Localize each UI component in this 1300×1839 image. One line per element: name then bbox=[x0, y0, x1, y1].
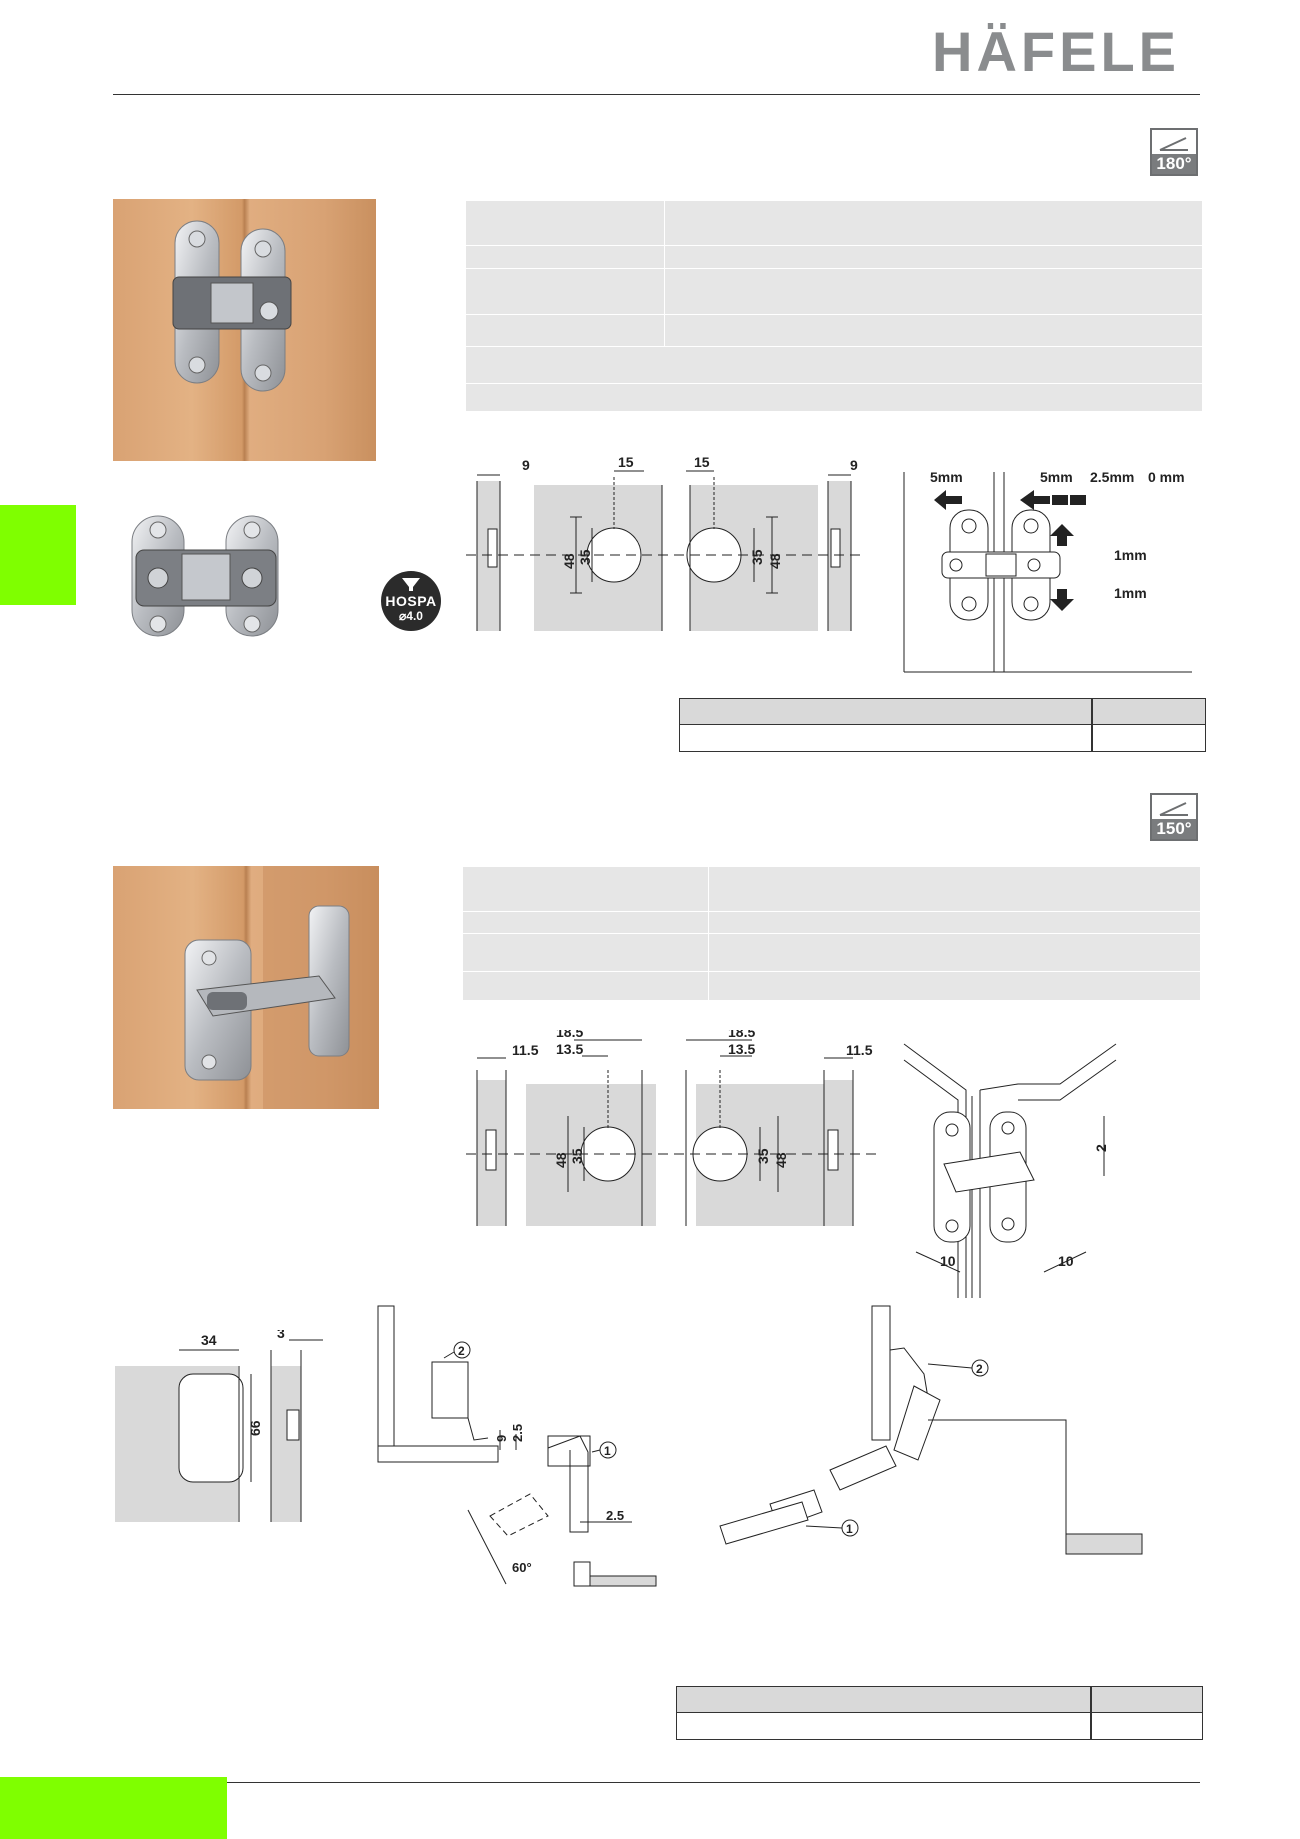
dim-edge-right: 9 bbox=[850, 457, 858, 473]
drilling-drawing-150: 11.5 18.5 13.5 18.5 13.5 11.5 48 35 35 4… bbox=[466, 1030, 876, 1226]
hinge-product-art bbox=[131, 515, 279, 637]
section-dim-2-5-vertical: 2.5 bbox=[510, 1424, 525, 1442]
dim-height-outer-right-150: 48 bbox=[773, 1152, 789, 1168]
dim-offset-right: 15 bbox=[694, 455, 710, 470]
adjust-right-label-1: 5mm bbox=[1040, 469, 1073, 485]
dim-height-inner-left: 35 bbox=[577, 549, 593, 565]
dim-outer-right-150: 18.5 bbox=[728, 1030, 755, 1040]
angle-icon bbox=[1159, 802, 1188, 816]
corner-dim-left: 10 bbox=[940, 1253, 956, 1269]
dim-height-outer-left: 48 bbox=[561, 553, 577, 569]
hafele-logo: HÄFELE bbox=[932, 20, 1180, 83]
corner-drawing-150: 2 10 10 bbox=[903, 1043, 1117, 1298]
section-drawing-right: 2 1 bbox=[719, 1305, 1143, 1555]
mortise-width: 34 bbox=[201, 1332, 217, 1348]
product-photo-installed-150 bbox=[113, 866, 379, 1109]
countersunk-screw-icon bbox=[402, 578, 420, 591]
mortise-drawing: 34 66 3 bbox=[115, 1330, 323, 1522]
section-dim-9: 9 bbox=[494, 1435, 509, 1442]
adjust-right-label-2: 2.5mm bbox=[1090, 469, 1134, 485]
adjustment-drawing-180: 5mm 5mm 2.5mm 0 mm 1mm 1mm bbox=[903, 469, 1192, 673]
callout-1-left: 1 bbox=[604, 1444, 611, 1458]
corner-dim-right: 10 bbox=[1058, 1253, 1074, 1269]
hospa-size: ⌀4.0 bbox=[399, 609, 423, 623]
drilling-drawing-180: 9 15 15 9 48 35 35 48 bbox=[466, 455, 866, 631]
angle-icon bbox=[1159, 137, 1188, 151]
dim-height-inner-left-150: 35 bbox=[569, 1148, 585, 1164]
arrow-down-icon bbox=[1050, 589, 1074, 611]
arrow-left-icon bbox=[934, 490, 962, 510]
footer-tab bbox=[0, 1777, 227, 1839]
product-photo-hinge-180 bbox=[120, 506, 292, 646]
order-table-180 bbox=[679, 698, 1206, 752]
adjust-up-label: 1mm bbox=[1114, 547, 1147, 563]
hospa-screw-badge: HOSPA ⌀4.0 bbox=[381, 571, 441, 631]
dim-inner-right-150: 13.5 bbox=[728, 1041, 755, 1057]
spec-table-150 bbox=[463, 867, 1200, 1000]
spec-table-180 bbox=[466, 201, 1202, 411]
arrow-up-icon bbox=[1050, 524, 1074, 546]
section-drawing-left: 9 2.5 2.5 60° 2 1 bbox=[377, 1305, 657, 1587]
dim-height-inner-right-150: 35 bbox=[755, 1148, 771, 1164]
hinge-photo-art bbox=[172, 220, 292, 392]
dim-outer-left-150: 18.5 bbox=[556, 1030, 583, 1040]
section-dim-2-5-horizontal: 2.5 bbox=[606, 1508, 624, 1523]
dim-edge-left: 9 bbox=[522, 457, 530, 473]
dim-inner-left-150: 13.5 bbox=[556, 1041, 583, 1057]
adjust-down-label: 1mm bbox=[1114, 585, 1147, 601]
angle-label: 150° bbox=[1152, 819, 1196, 839]
section-tab bbox=[0, 505, 76, 605]
dim-height-inner-right: 35 bbox=[749, 549, 765, 565]
dim-height-outer-left-150: 48 bbox=[553, 1152, 569, 1168]
header-rule bbox=[113, 94, 1200, 95]
product-photo-installed-180 bbox=[113, 199, 376, 461]
dim-height-outer-right: 48 bbox=[767, 553, 783, 569]
hospa-name: HOSPA bbox=[385, 593, 437, 609]
order-table-150 bbox=[676, 1686, 1203, 1740]
footer-rule bbox=[113, 1782, 1200, 1783]
dim-edge-right-150: 11.5 bbox=[846, 1042, 873, 1058]
adjust-right-label-3: 0 mm bbox=[1148, 469, 1185, 485]
section-angle: 60° bbox=[512, 1560, 532, 1575]
hinge-photo-art-150 bbox=[184, 866, 379, 1109]
opening-angle-180-badge: 180° bbox=[1150, 128, 1198, 176]
angle-label: 180° bbox=[1152, 154, 1196, 174]
dim-edge-left-150: 11.5 bbox=[512, 1042, 539, 1058]
arrow-left-icon bbox=[1020, 490, 1050, 510]
corner-dim-vertical: 2 bbox=[1093, 1144, 1109, 1152]
opening-angle-150-badge: 150° bbox=[1150, 793, 1198, 841]
mortise-depth: 3 bbox=[277, 1330, 285, 1341]
mortise-height: 66 bbox=[247, 1420, 263, 1436]
callout-1-right: 1 bbox=[846, 1522, 853, 1536]
callout-2-right: 2 bbox=[976, 1362, 983, 1376]
callout-2-left: 2 bbox=[458, 1344, 465, 1358]
adjust-left-label: 5mm bbox=[930, 469, 963, 485]
dim-offset-left: 15 bbox=[618, 455, 634, 470]
